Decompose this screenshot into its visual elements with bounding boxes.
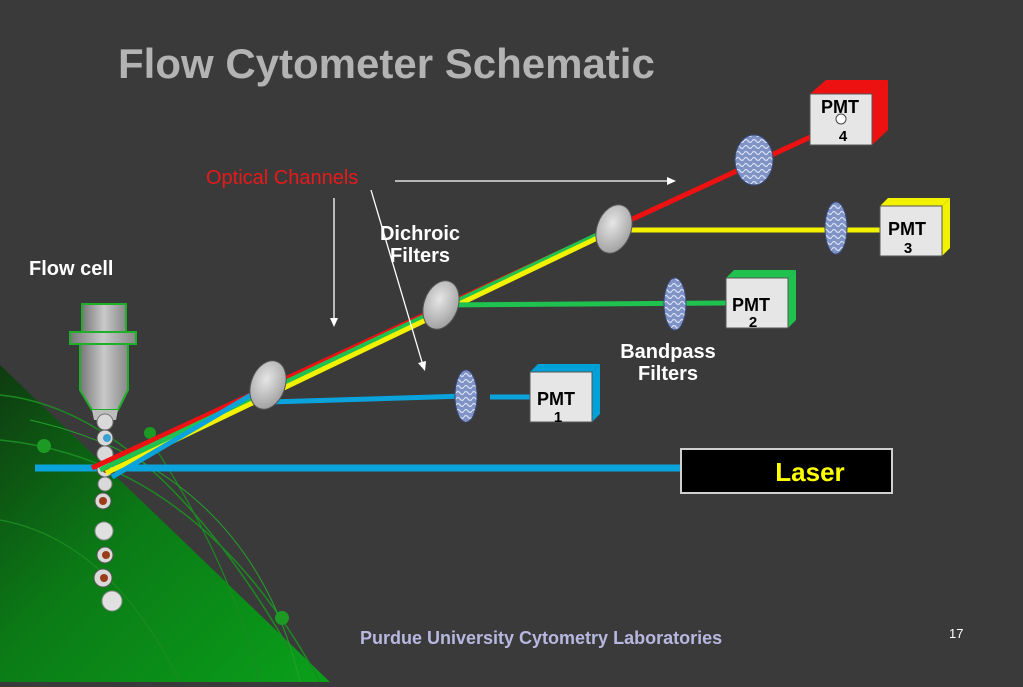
flow-cell (69, 303, 137, 420)
pmt-4-number: 4 (839, 128, 848, 145)
laser-label: Laser (775, 457, 844, 487)
bandpass-filters-label: Bandpass Filters (608, 341, 728, 385)
annotation-arrows (330, 177, 676, 371)
cell-stream (93, 413, 123, 612)
pmt-2: PMT 2 (725, 270, 796, 331)
bandpass-filter-1 (454, 369, 478, 423)
pmt-4: PMT 4 (809, 80, 888, 146)
dichroic-label-line2: Filters (389, 245, 451, 267)
pmt-3: PMT 3 (879, 198, 950, 257)
emission-beams (90, 119, 845, 480)
bandpass-label-line2: Filters (637, 363, 699, 385)
dichroic-filter-3 (595, 204, 633, 254)
pmt-4-aperture (835, 113, 847, 125)
bandpass-filter-4 (734, 134, 774, 186)
pmt-1-number: 1 (554, 409, 562, 426)
background-decoration (0, 365, 330, 683)
pmt-3-number: 3 (904, 240, 912, 257)
pmt-3-label: PMT (888, 219, 926, 239)
beam-to-pmt1 (269, 393, 467, 405)
pmt-4-label: PMT (821, 97, 859, 117)
page-number: 17 (949, 626, 964, 641)
pmt-2-number: 2 (749, 314, 757, 331)
dichroic-filters-label: Dichroic Filters (370, 223, 470, 267)
dichroic-filter-2 (422, 280, 460, 330)
dichroic-filter-1 (249, 360, 287, 410)
slide-title: Flow Cytometer Schematic (118, 40, 655, 87)
laser-source: Laser (680, 448, 893, 494)
bandpass-label-line1: Bandpass (620, 341, 716, 363)
pmt-1-label: PMT (537, 389, 575, 409)
dichroic-label-line1: Dichroic (379, 223, 461, 245)
flow-cell-label: Flow cell (29, 258, 114, 280)
pmt-2-label: PMT (732, 295, 770, 315)
bandpass-filter-3 (824, 201, 848, 255)
pmt-1: PMT 1 (529, 364, 600, 426)
optical-channels-label: Optical Channels (206, 167, 359, 189)
bandpass-filter-2 (663, 277, 687, 331)
footer-text: Purdue University Cytometry Laboratories (360, 628, 723, 648)
